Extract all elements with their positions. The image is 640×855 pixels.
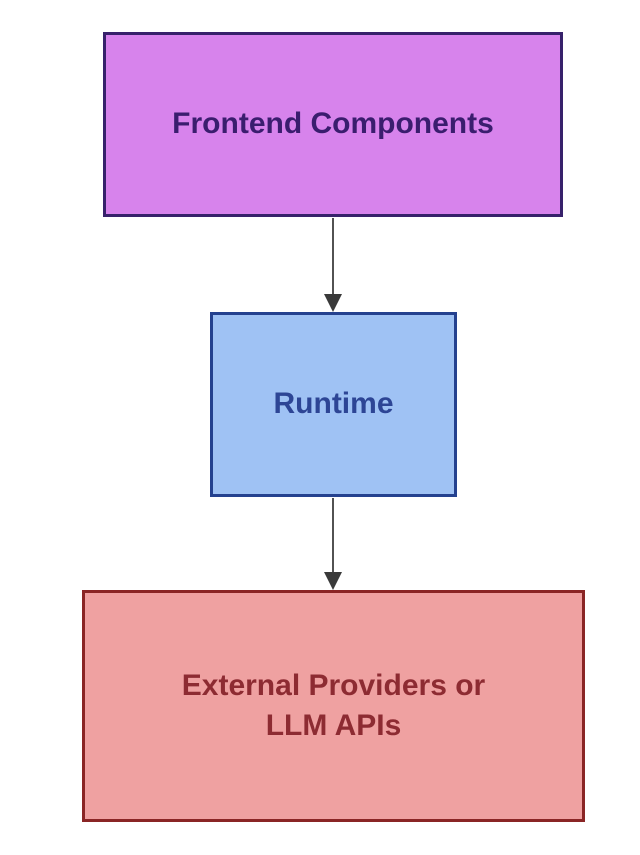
node-external-providers: External Providers or LLM APIs [82, 590, 585, 822]
node-external-providers-label: External Providers or LLM APIs [182, 666, 485, 747]
node-external-providers-label-line2: LLM APIs [265, 709, 402, 742]
node-frontend-components: Frontend Components [103, 32, 563, 217]
node-frontend-components-label: Frontend Components [172, 107, 494, 141]
node-runtime-label: Runtime [273, 387, 394, 421]
arrow-runtime-to-external [324, 498, 342, 590]
node-external-providers-label-line1: External Providers or [181, 668, 486, 702]
node-runtime: Runtime [210, 312, 457, 497]
arrow-frontend-to-runtime [324, 218, 342, 312]
